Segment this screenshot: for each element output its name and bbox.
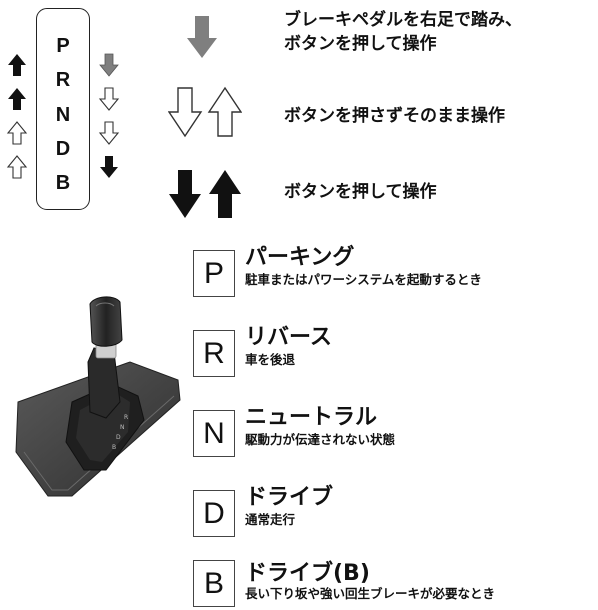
shift-lever-illustration: R N D B [15, 296, 181, 497]
arrow-down-black-icon [100, 156, 118, 178]
mode-box-p: P [193, 250, 235, 297]
svg-text:N: N [120, 424, 125, 431]
mode-box-n: N [193, 410, 235, 457]
legend-line-2: ボタンを押して操作 [284, 34, 437, 54]
svg-text:B: B [112, 444, 116, 451]
svg-text:D: D [116, 434, 121, 441]
mode-title-b: ドライブ(B) [245, 561, 370, 586]
legend-text-button: ボタンを押して操作 [284, 182, 437, 202]
mode-desc-r: 車を後退 [245, 352, 296, 367]
legend-text-no-button: ボタンを押さずそのまま操作 [284, 106, 505, 126]
mode-desc-p: 駐車またはパワーシステムを起動するとき [245, 272, 482, 287]
legend-arrow-black-pair-icon [169, 170, 241, 218]
svg-text:R: R [124, 414, 128, 421]
mode-desc-n: 駆動力が伝達されない状態 [245, 432, 396, 447]
gate-letter-r: R [55, 69, 71, 91]
arrow-up-black-icon [8, 88, 26, 110]
arrow-down-outline-icon [98, 121, 120, 145]
gate-letter-p: P [56, 35, 70, 57]
mode-box-r: R [193, 330, 235, 377]
mode-title-d: ドライブ [245, 485, 334, 510]
arrow-up-black-icon [8, 54, 26, 76]
gate-letter-n: N [55, 104, 71, 126]
gate-letter-d: D [55, 138, 71, 160]
mode-box-b: B [193, 560, 235, 607]
mode-title-r: リバース [245, 325, 332, 350]
arrow-up-outline-icon [6, 155, 28, 179]
gate-letter-b: B [55, 172, 71, 194]
arrow-down-gray-icon [99, 53, 119, 77]
legend-arrow-outline-pair-icon [168, 86, 242, 138]
legend-line-1: ブレーキペダルを右足で踏み、 [284, 10, 522, 30]
mode-desc-b: 長い下り坂や強い回生ブレーキが必要なとき [245, 586, 496, 601]
gate-left-arrows [6, 54, 28, 179]
arrow-up-outline-icon [6, 121, 28, 145]
shift-gate-diagram: P R N D B [36, 8, 90, 210]
arrow-down-outline-icon [98, 87, 120, 111]
mode-box-d: D [193, 490, 235, 537]
legend-arrow-gray-icon [187, 16, 217, 58]
legend-text-brake-button: ブレーキペダルを右足で踏み、 ボタンを押して操作 [284, 8, 522, 56]
mode-desc-d: 通常走行 [245, 512, 296, 527]
gate-right-arrows [98, 53, 120, 178]
mode-title-n: ニュートラル [245, 405, 378, 430]
mode-title-p: パーキング [245, 245, 355, 270]
